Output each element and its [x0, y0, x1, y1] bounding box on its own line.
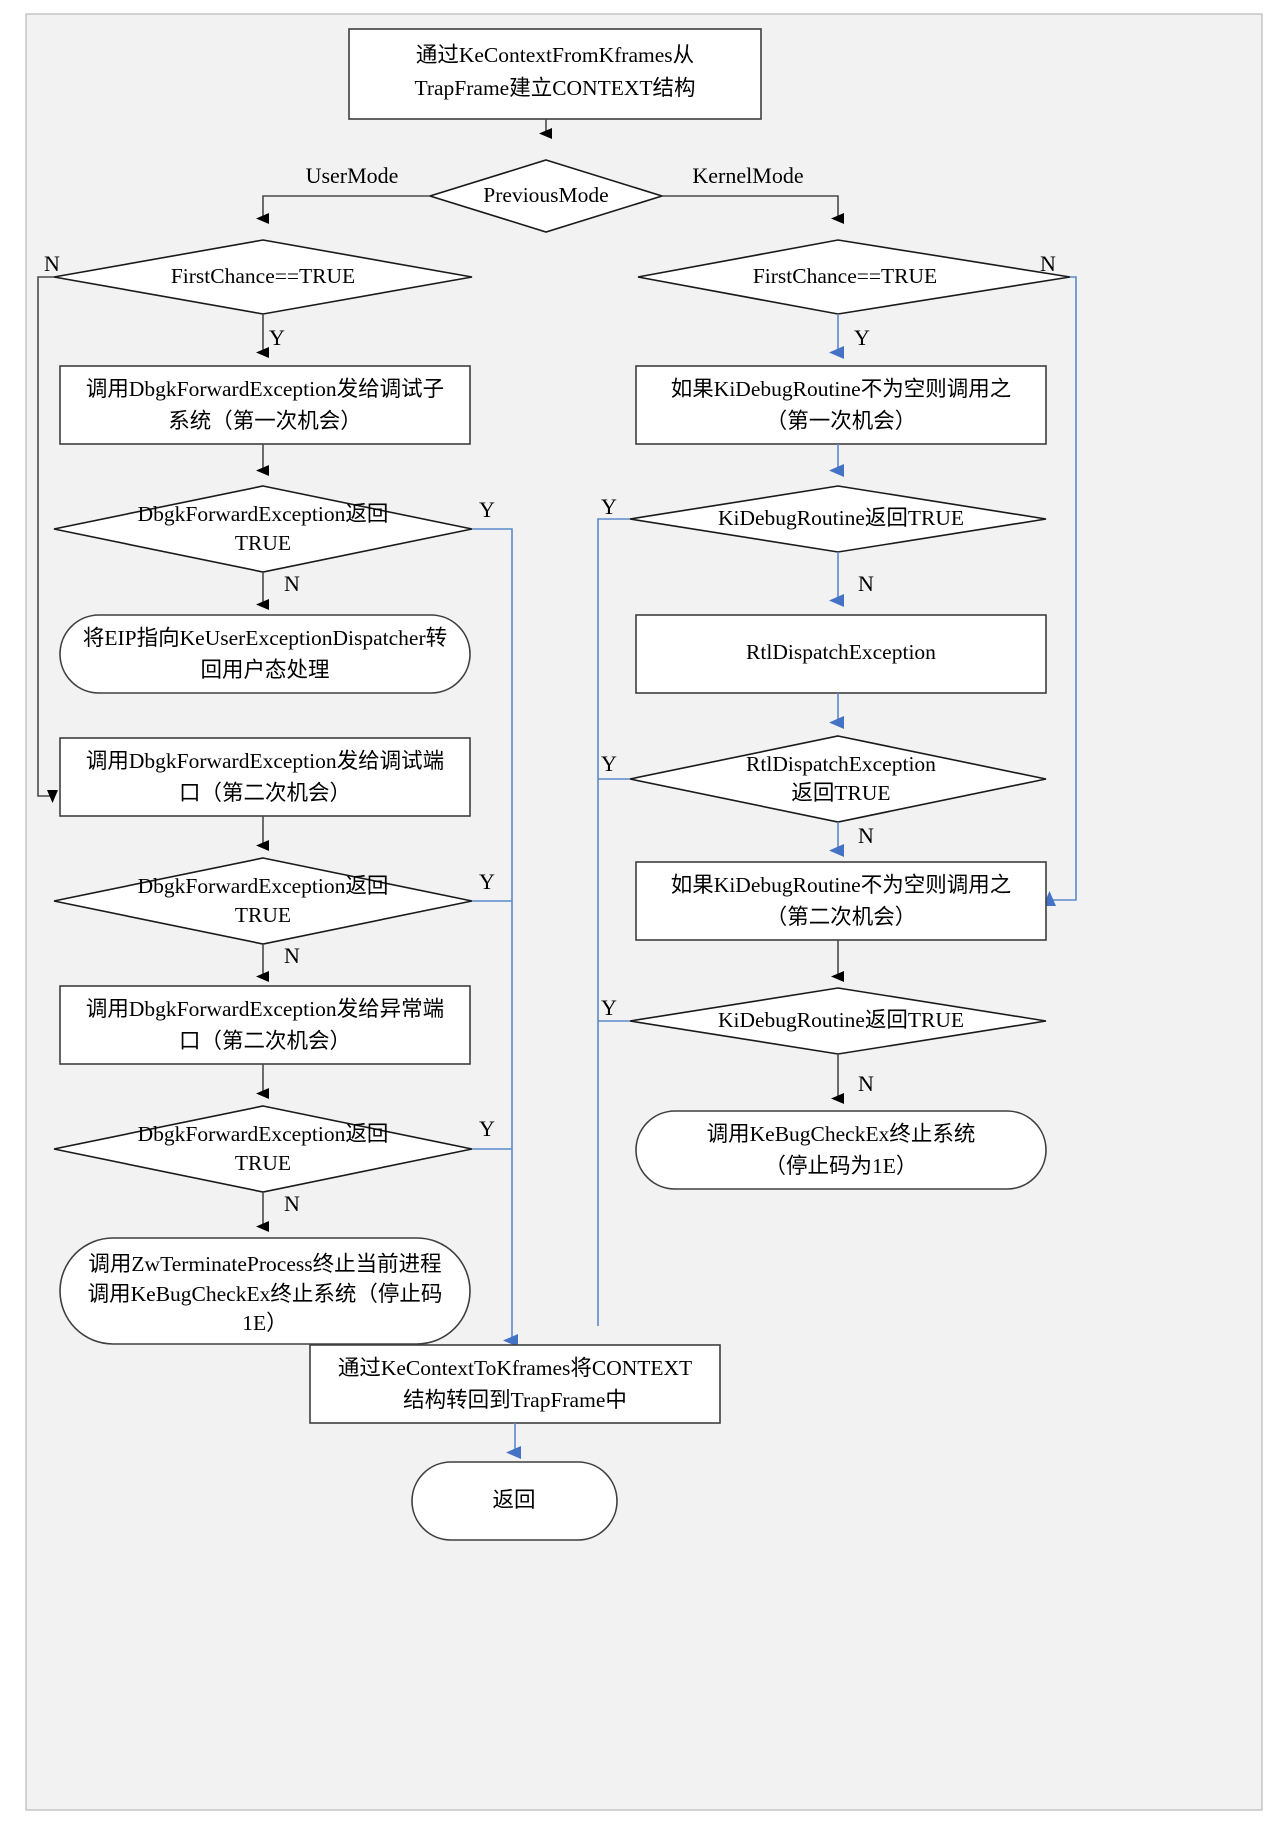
- node-start-line-1: 通过KeContextFromKframes从: [416, 43, 694, 67]
- edge-label-left-ret3-y: Y: [479, 1116, 495, 1141]
- node-right-kidebug-call2-line-1: 如果KiDebugRoutine不为空则调用之: [671, 873, 1011, 897]
- node-left-terminate-line-2: 调用KeBugCheckEx终止系统（停止码: [88, 1282, 443, 1306]
- node-left-dbgkret1-line-1: DbgkForwardException返回: [138, 502, 389, 526]
- node-right-rtl-dispatch-return: RtlDispatchException 返回TRUE: [629, 735, 1047, 823]
- node-left-terminate-process: 调用ZwTerminateProcess终止当前进程 调用KeBugCheckE…: [59, 1237, 471, 1345]
- node-left-dbgk-return-1: DbgkForwardException返回 TRUE: [53, 485, 473, 573]
- node-previous-mode: PreviousMode: [427, 159, 665, 233]
- edge-label-left-firstchance-y: Y: [269, 325, 285, 350]
- node-left-dbgkret2-line-2: TRUE: [235, 903, 291, 927]
- edge-right-firstchance-no-bypass: [1043, 276, 1077, 906]
- edge-label-right-firstchance-n: N: [1040, 251, 1056, 276]
- node-right-bugcheck-line-2: （停止码为1E）: [765, 1154, 918, 1178]
- node-left-dbgk-fwd3-line-2: 口（第二次机会）: [179, 1029, 351, 1053]
- node-left-dbgkret3-line-1: DbgkForwardException返回: [138, 1122, 389, 1146]
- node-right-kidebugret2-label: KiDebugRoutine返回TRUE: [718, 1008, 964, 1032]
- edge-previousmode-usermode: [256, 195, 430, 224]
- node-left-eip-line-2: 回用户态处理: [200, 658, 329, 682]
- node-left-dbgk-forward-first: 调用DbgkForwardException发给调试子 系统（第一次机会）: [59, 365, 471, 445]
- node-right-kebugcheckex: 调用KeBugCheckEx终止系统 （停止码为1E）: [635, 1110, 1047, 1190]
- node-right-kidebugret1-label: KiDebugRoutine返回TRUE: [718, 506, 964, 530]
- node-context-to-kframes-line-1: 通过KeContextToKframes将CONTEXT: [338, 1356, 692, 1380]
- edge-label-right-ret1-n: N: [858, 571, 874, 596]
- edge-label-right-ret1-y: Y: [601, 494, 617, 519]
- edge-label-right-rtlret-y: Y: [601, 751, 617, 776]
- node-return-terminal: 返回: [411, 1461, 618, 1541]
- node-left-dbgkret2-line-1: DbgkForwardException返回: [138, 874, 389, 898]
- node-right-kidebug-call-first: 如果KiDebugRoutine不为空则调用之 （第一次机会）: [635, 365, 1047, 445]
- node-left-dbgk-return-3: DbgkForwardException返回 TRUE: [53, 1105, 473, 1193]
- node-left-dbgkret1-line-2: TRUE: [235, 531, 291, 555]
- node-right-bugcheck-line-1: 调用KeBugCheckEx终止系统: [707, 1122, 976, 1146]
- node-right-kidebug-call-second: 如果KiDebugRoutine不为空则调用之 （第二次机会）: [635, 861, 1047, 941]
- edge-left-ret1-yes-to-merge: [472, 528, 513, 1234]
- node-return-label: 返回: [492, 1488, 535, 1512]
- node-left-first-chance-label: FirstChance==TRUE: [171, 264, 355, 288]
- node-left-dbgk-fwd3-line-1: 调用DbgkForwardException发给异常端: [86, 997, 444, 1021]
- node-left-first-chance: FirstChance==TRUE: [53, 239, 473, 315]
- node-left-terminate-line-3: 1E）: [242, 1311, 287, 1335]
- edge-left-firstchance-no-bypass: [37, 276, 58, 803]
- edge-label-right-ret2-n: N: [858, 1071, 874, 1096]
- node-right-kidebug-call2-line-2: （第二次机会）: [766, 905, 917, 929]
- edge-label-right-firstchance-y: Y: [854, 325, 870, 350]
- node-right-kidebug-call1-line-2: （第一次机会）: [766, 409, 917, 433]
- node-left-dbgk-fwd1-line-1: 调用DbgkForwardException发给调试子: [86, 377, 444, 401]
- edge-label-left-ret3-n: N: [284, 1191, 300, 1216]
- edge-label-left-ret2-n: N: [284, 943, 300, 968]
- node-start-line-2: TrapFrame建立CONTEXT结构: [414, 76, 695, 100]
- node-start: 通过KeContextFromKframes从 TrapFrame建立CONTE…: [348, 28, 762, 120]
- node-left-dbgk-forward-exception-port: 调用DbgkForwardException发给异常端 口（第二次机会）: [59, 985, 471, 1065]
- node-right-first-chance: FirstChance==TRUE: [637, 239, 1071, 315]
- node-left-eip-line-1: 将EIP指向KeUserExceptionDispatcher转: [83, 626, 447, 650]
- node-right-rtlret-line-2: 返回TRUE: [791, 781, 890, 805]
- node-left-dbgkret3-line-2: TRUE: [235, 1151, 291, 1175]
- node-right-kidebug-return-1: KiDebugRoutine返回TRUE: [629, 485, 1047, 553]
- node-left-dbgk-fwd1-line-2: 系统（第一次机会）: [168, 409, 362, 433]
- edge-label-usermode: UserMode: [306, 163, 399, 188]
- node-right-rtlret-line-1: RtlDispatchException: [746, 752, 936, 776]
- edge-label-left-ret1-n: N: [284, 571, 300, 596]
- node-context-to-kframes: 通过KeContextToKframes将CONTEXT 结构转回到TrapFr…: [309, 1344, 721, 1424]
- node-left-terminate-line-1: 调用ZwTerminateProcess终止当前进程: [88, 1252, 441, 1276]
- node-left-dbgk-forward-debug-port: 调用DbgkForwardException发给调试端 口（第二次机会）: [59, 737, 471, 817]
- node-left-set-eip: 将EIP指向KeUserExceptionDispatcher转 回用户态处理: [59, 614, 471, 694]
- edge-label-kernelmode: KernelMode: [692, 163, 803, 188]
- edge-right-ret1-yes-to-merge: [597, 518, 630, 1326]
- node-context-to-kframes-line-2: 结构转回到TrapFrame中: [403, 1388, 627, 1412]
- node-right-kidebug-call1-line-1: 如果KiDebugRoutine不为空则调用之: [671, 377, 1011, 401]
- node-left-dbgk-return-2: DbgkForwardException返回 TRUE: [53, 857, 473, 945]
- edge-label-left-ret1-y: Y: [479, 497, 495, 522]
- node-previous-mode-label: PreviousMode: [483, 183, 608, 207]
- edge-label-right-ret2-y: Y: [601, 995, 617, 1020]
- edge-label-left-firstchance-n: N: [44, 251, 60, 276]
- edge-label-right-rtlret-n: N: [858, 823, 874, 848]
- edge-previousmode-kernelmode: [662, 195, 844, 224]
- node-right-rtl-dispatch-exception: RtlDispatchException: [635, 614, 1047, 694]
- node-left-dbgk-fwd2-line-2: 口（第二次机会）: [179, 781, 351, 805]
- node-right-rtl-dispatch-label: RtlDispatchException: [746, 640, 936, 664]
- node-left-dbgk-fwd2-line-1: 调用DbgkForwardException发给调试端: [86, 749, 444, 773]
- node-right-first-chance-label: FirstChance==TRUE: [753, 264, 937, 288]
- edge-label-left-ret2-y: Y: [479, 869, 495, 894]
